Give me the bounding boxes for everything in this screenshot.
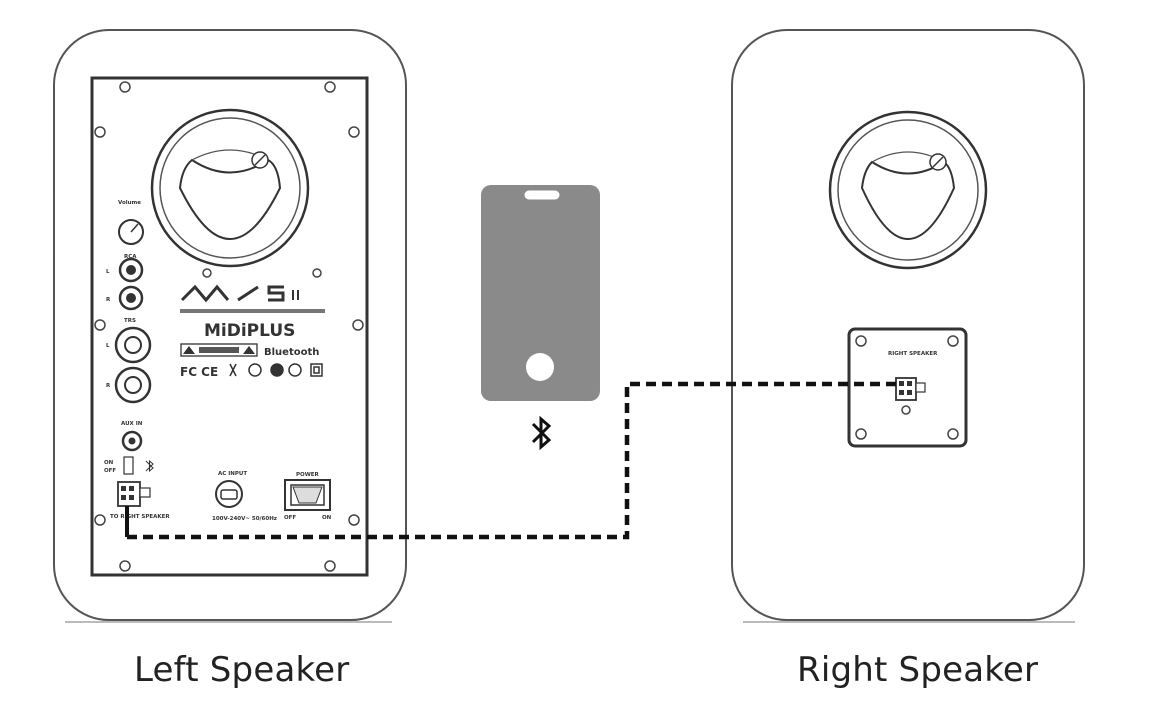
rca-r-label: R [106,297,111,303]
ac-input-label: AC INPUT [218,471,247,477]
ac-spec-label: 100V-240V~ 50/60Hz [212,516,277,522]
left-speaker-cabinet [53,29,407,621]
phone-speaker-slot [523,189,561,201]
volume-label: Volume [118,200,141,206]
bluetooth-logo: Bluetooth [264,347,319,358]
left-speaker-caption: Left Speaker [134,650,350,690]
right-plate-screws [855,335,959,440]
bluetooth-icon [531,415,552,451]
right-bass-port [828,110,988,270]
power-on-label: ON [322,515,332,521]
left-back-panel [90,76,369,577]
trs-label: TRS [124,318,136,324]
left-speaker: Volume RCA L R TRS L R AUX IN ON OFF [53,29,407,623]
right-speaker-caption: Right Speaker [797,650,1039,690]
switch-on-label: ON [104,460,114,466]
rca-label: RCA [124,254,137,260]
certification-marks: FC CE [180,365,218,379]
certification-icons [229,363,323,377]
right-speaker-cabinet [731,29,1085,621]
power-label: POWER [296,472,320,478]
trs-r-label: R [106,383,111,389]
bluetooth-switch [123,456,134,475]
power-off-label: OFF [284,515,296,521]
model-logo [180,284,325,313]
right-connector-label: RIGHT SPEAKER [888,351,938,357]
trs-l-label: L [106,343,110,349]
left-panel-screws [94,81,364,572]
speaker-link-cable [125,381,896,540]
brand-logo: MiDiPLUS [204,321,295,341]
switch-off-label: OFF [104,468,116,474]
to-right-speaker-connector [117,481,141,507]
aux-in-label: AUX IN [121,421,143,427]
right-speaker: RIGHT SPEAKER [731,29,1085,623]
rca-l-label: L [106,269,110,275]
to-right-speaker-label: TO RIGHT SPEAKER [110,514,170,520]
small-bluetooth-icon [145,459,154,473]
smartphone-icon [481,185,600,401]
phone-home-button [526,353,554,381]
left-bass-port [150,108,310,268]
